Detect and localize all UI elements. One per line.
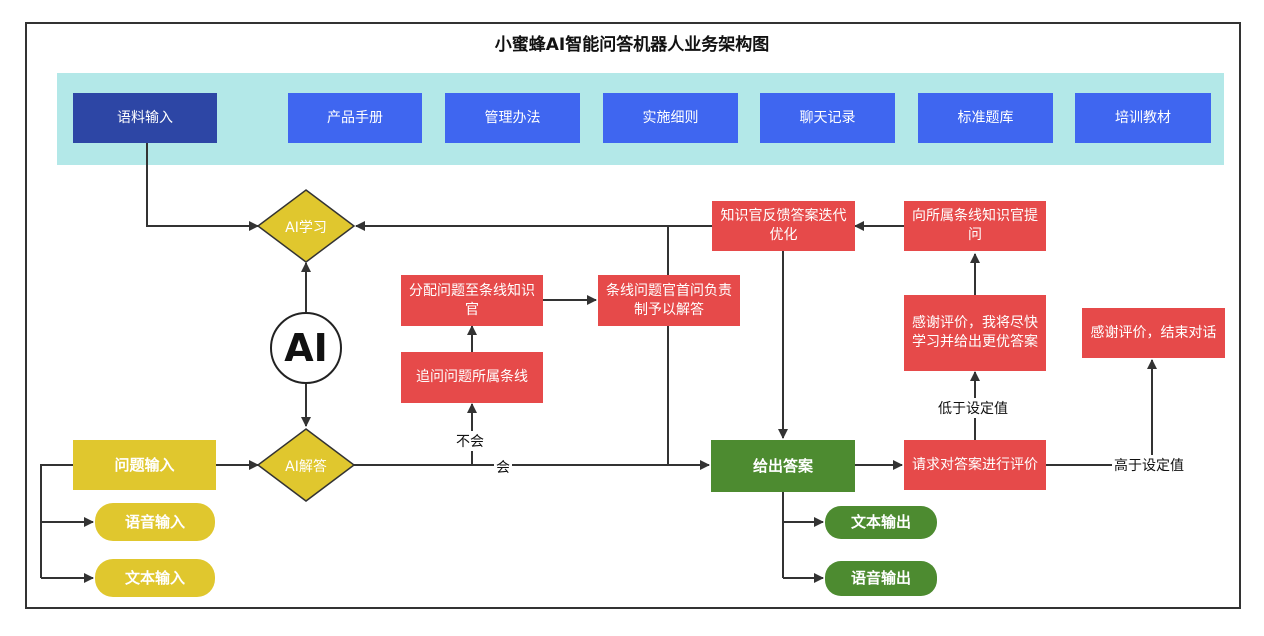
give-answer-node: 给出答案 (711, 440, 855, 492)
ai-answer-diamond (256, 428, 356, 502)
edge-label-dont-know: 不会 (454, 431, 486, 451)
edge-label-know: 会 (494, 457, 512, 477)
first-ask-node: 条线问题官首问负责制予以解答 (598, 275, 740, 326)
source-chat-records: 聊天记录 (760, 93, 895, 143)
source-management-rules: 管理办法 (445, 93, 580, 143)
voice-output-node: 语音输出 (825, 561, 937, 596)
rate-answer-node: 请求对答案进行评价 (904, 440, 1046, 490)
corpus-input-node: 语料输入 (73, 93, 217, 143)
assign-to-officer-node: 分配问题至条线知识官 (401, 275, 543, 326)
source-implementation-rules: 实施细则 (603, 93, 738, 143)
edge-rate-to-thanks-end (1046, 359, 1157, 466)
edge-label-below: 低于设定值 (936, 398, 1010, 418)
voice-input-node: 语音输入 (95, 503, 215, 541)
source-training-material: 培训教材 (1075, 93, 1211, 143)
question-input-node: 问题输入 (73, 440, 216, 490)
edge-corpus-to-ai-learn (146, 143, 259, 231)
ai-answer-label: AI解答 (285, 459, 327, 475)
thanks-end-node: 感谢评价，结束对话 (1082, 308, 1225, 358)
edge-give-to-outputs (782, 492, 822, 579)
feedback-node: 知识官反馈答案迭代优化 (712, 201, 855, 251)
ask-officer-node: 向所属条线知识官提问 (904, 201, 1046, 251)
edge-label-above: 高于设定值 (1112, 455, 1186, 475)
ai-learn-diamond (256, 189, 356, 263)
source-question-bank: 标准题库 (918, 93, 1053, 143)
diagram-title: 小蜜蜂AI智能问答机器人业务架构图 (494, 35, 770, 55)
source-product-manual: 产品手册 (288, 93, 422, 143)
trace-line-node: 追问问题所属条线 (401, 352, 543, 403)
text-input-node: 文本输入 (95, 559, 215, 597)
text-output-node: 文本输出 (825, 506, 937, 539)
ai-logo-circle: AI (270, 312, 342, 384)
diagram-frame (25, 22, 1241, 609)
ai-learn-label: AI学习 (285, 220, 327, 236)
thanks-learn-node: 感谢评价，我将尽快学习并给出更优答案 (904, 295, 1046, 371)
